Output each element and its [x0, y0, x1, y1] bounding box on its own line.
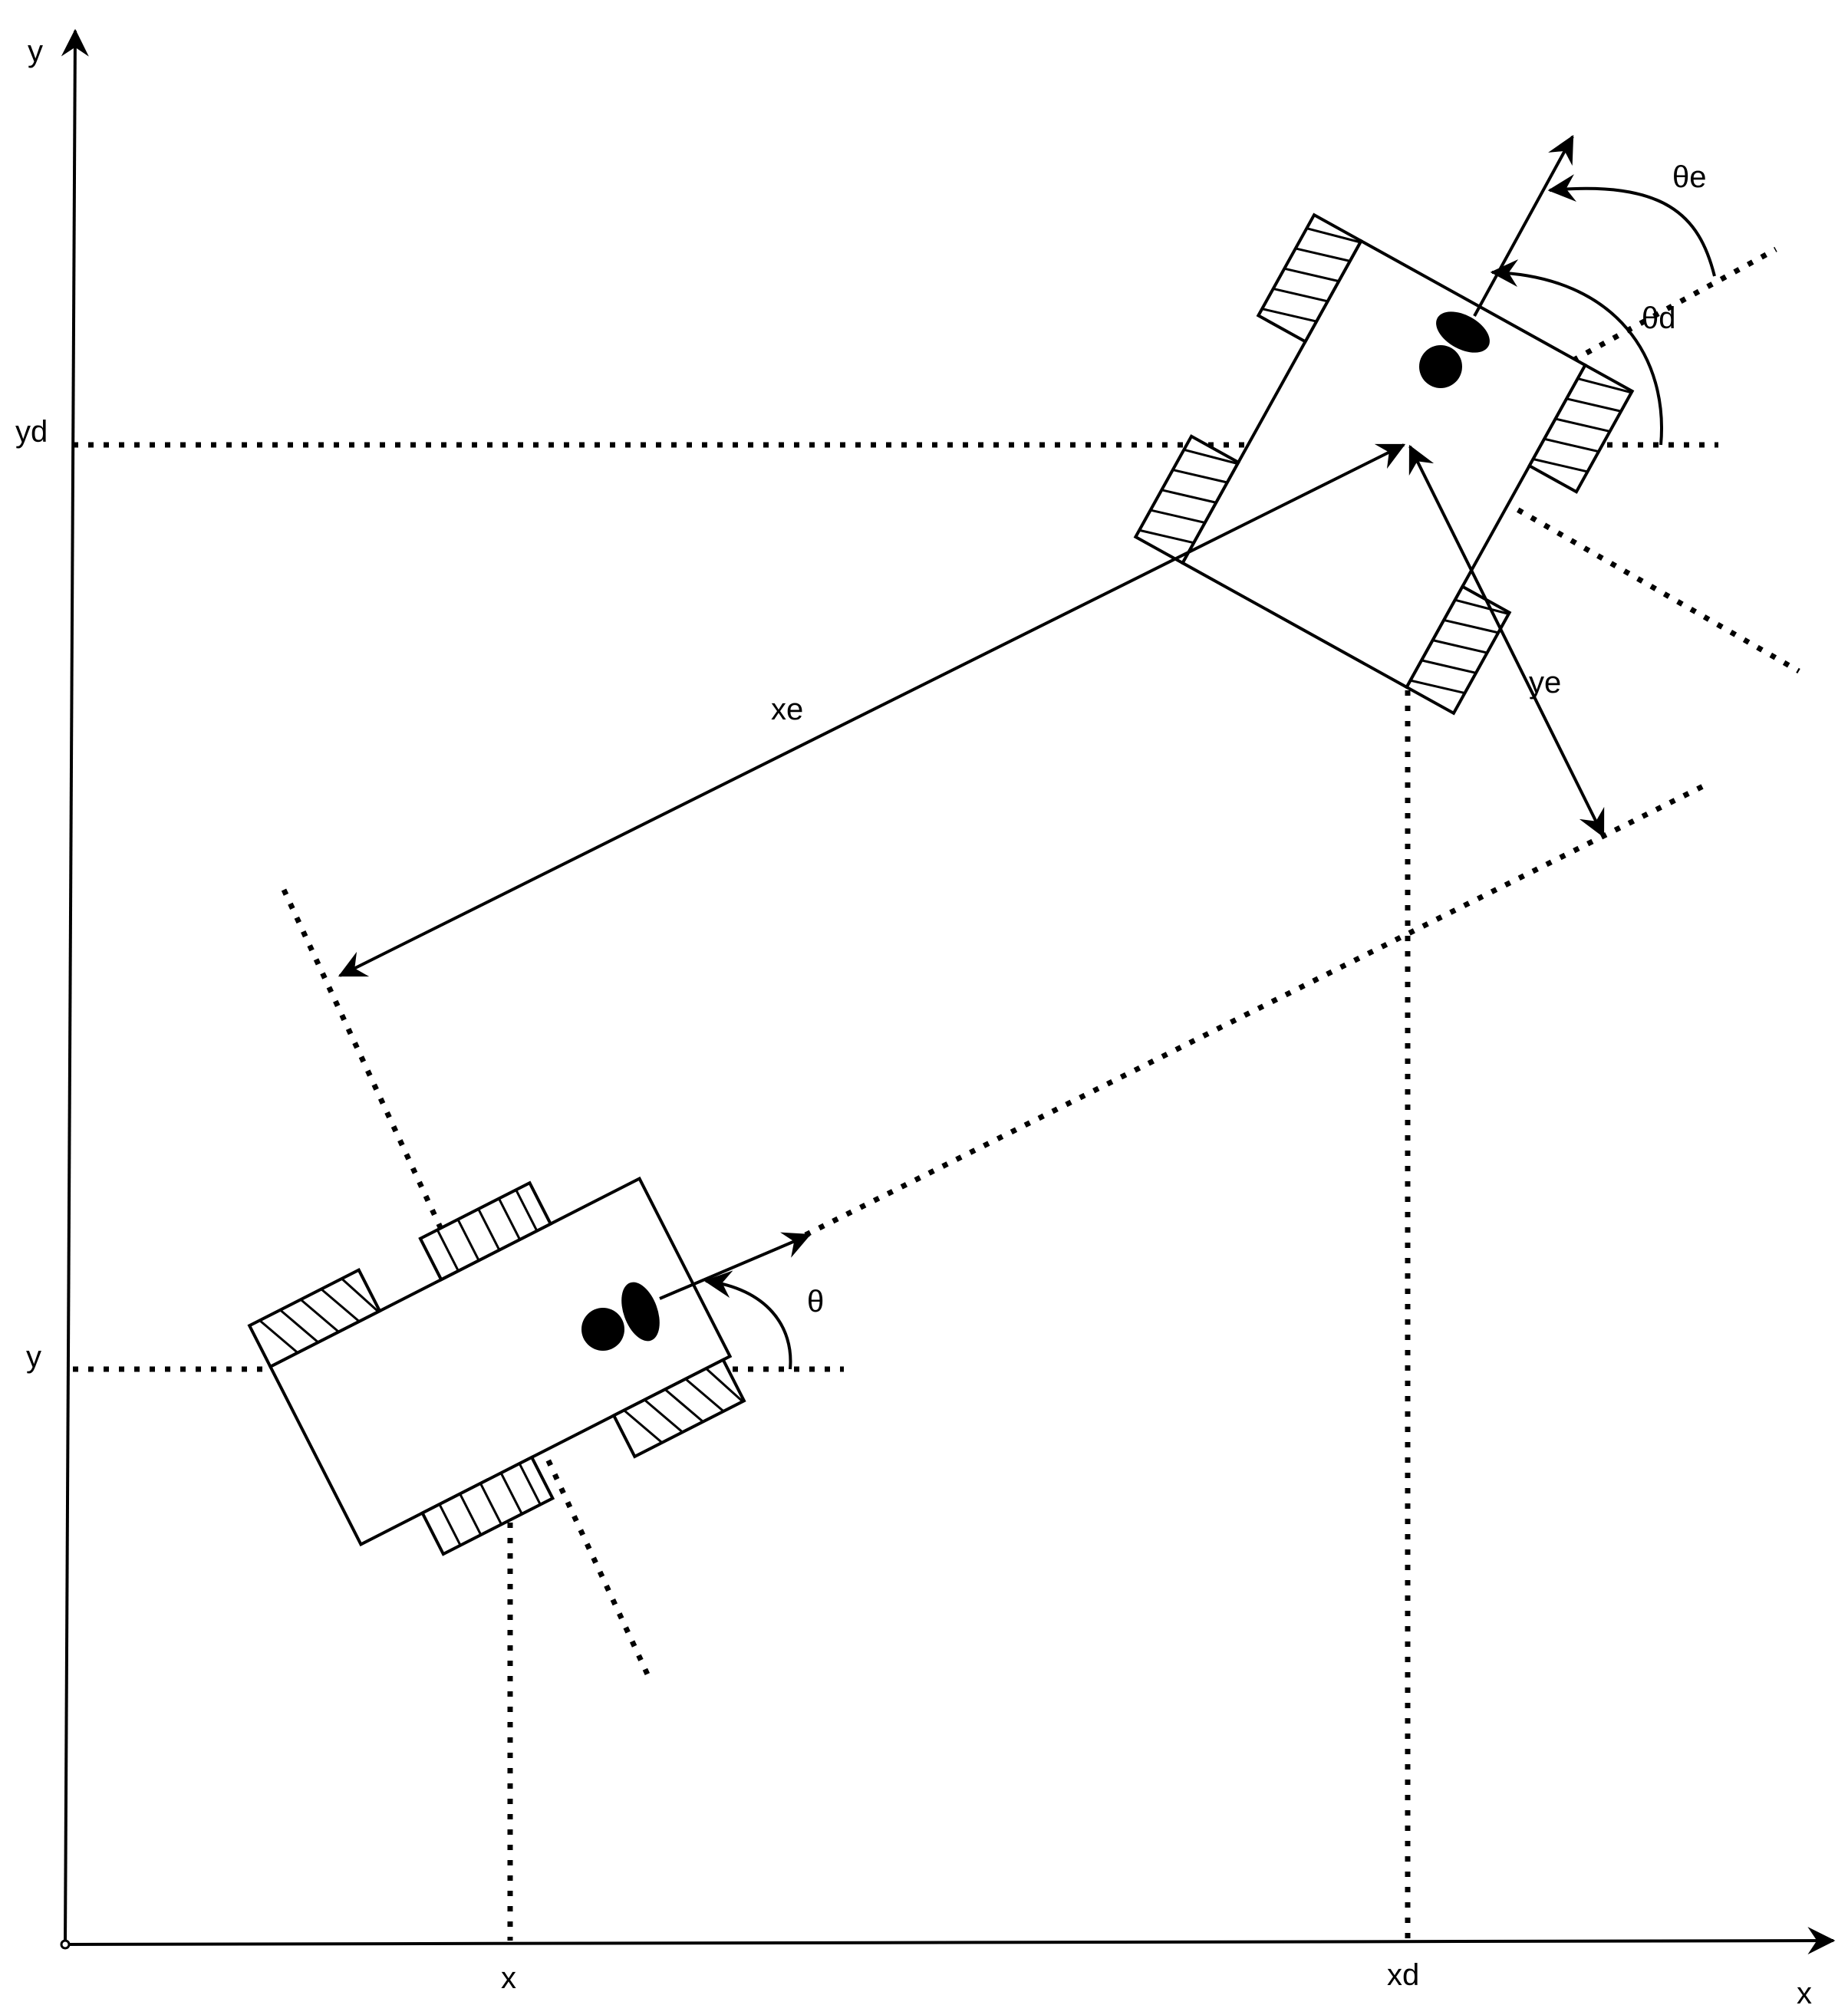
desired-normal-line — [1410, 446, 1800, 674]
desired-heading-arrow — [1473, 134, 1574, 317]
theta-d-label: θd — [1642, 301, 1676, 335]
current-robot-wheel — [611, 1358, 746, 1459]
current-robot-castor-wheel — [621, 1282, 660, 1342]
desired-robot-wheel — [1256, 212, 1364, 344]
theta-d-angle-arc — [1490, 259, 1663, 446]
current-robot-wheel — [247, 1267, 382, 1369]
current-robot-castor-dot — [581, 1308, 624, 1351]
current-heading-extension — [804, 779, 1712, 1238]
theta-angle-arc — [703, 1270, 792, 1370]
x-current-label: x — [501, 1961, 516, 1995]
desired-robot-body — [1180, 239, 1588, 690]
y-axis-label: y — [28, 35, 43, 68]
current-robot-wheel — [420, 1455, 555, 1556]
origin-point — [60, 1939, 71, 1950]
theta-label: θ — [807, 1285, 824, 1319]
xe-error-arrow — [338, 443, 1406, 977]
desired-robot — [1133, 212, 1635, 716]
x-axis — [64, 1927, 1836, 1955]
desired-robot-castor-wheel — [1436, 311, 1490, 353]
ye-label: ye — [1529, 666, 1561, 700]
xd-label: xd — [1387, 1958, 1419, 1992]
yd-label: yd — [15, 415, 48, 449]
desired-robot-castor-dot — [1419, 345, 1462, 388]
y-current-label: y — [26, 1340, 41, 1374]
x-axis-label: x — [1797, 1977, 1812, 2010]
theta-e-label: θe — [1672, 160, 1707, 194]
theta-e-angle-arc — [1547, 174, 1716, 277]
current-robot-wheel — [418, 1180, 553, 1282]
xe-label: xe — [771, 693, 803, 726]
current-robot — [247, 1176, 746, 1556]
y-axis — [61, 28, 89, 1945]
ye-error-arrow — [1408, 444, 1605, 838]
current-heading-arrow — [659, 1232, 812, 1300]
